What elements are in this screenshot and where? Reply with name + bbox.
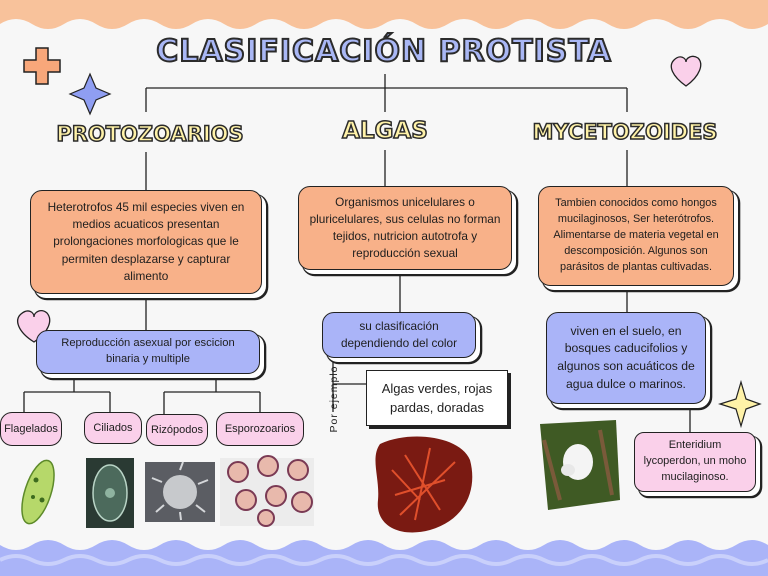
page-title: CLASIFICACIÓN PROTISTA [155, 33, 612, 70]
star-icon [68, 72, 112, 116]
heart-icon [670, 55, 702, 87]
algas-classification-box: su clasificación dependiendo del color [322, 312, 476, 358]
esporozoario-image [220, 455, 314, 527]
tag-esporozoarios: Esporozoarios [216, 412, 304, 446]
top-wave [0, 0, 768, 29]
moho-image [540, 420, 620, 510]
tag-rizopodos: Rizópodos [146, 414, 208, 446]
algas-examples-box: Algas verdes, rojas pardas, doradas [366, 370, 508, 426]
algas-description-box: Organismos unicelulares o pluricelulares… [298, 186, 512, 270]
mycetozoides-habitat-box: viven en el suelo, en bosques caducifoli… [546, 312, 706, 404]
star-icon [717, 379, 762, 429]
tag-flagelados: Flagelados [0, 412, 62, 446]
heading-algas: ALGAS [341, 117, 428, 145]
mycetozoides-description-box: Tambien conocidos como hongos mucilagino… [538, 186, 734, 286]
protozoarios-reproduction-box: Reproducción asexual por escicion binari… [36, 330, 260, 374]
plus-icon [23, 47, 61, 85]
flagelado-image [21, 459, 55, 525]
heading-protozoarios: PROTOZOARIOS [56, 121, 245, 147]
alga-roja-image [375, 436, 473, 533]
example-label: Por ejemplo [328, 365, 340, 433]
rizopodo-image [145, 461, 215, 522]
mycetozoides-example-box: Enteridium lycoperdon, un moho mucilagin… [634, 432, 756, 492]
ciliado-image [86, 458, 134, 528]
tag-ciliados: Ciliados [84, 412, 142, 444]
protozoarios-description-box: Heterotrofos 45 mil especies viven en me… [30, 190, 262, 294]
heading-mycetozoides: MYCETOZOIDES [532, 119, 719, 145]
